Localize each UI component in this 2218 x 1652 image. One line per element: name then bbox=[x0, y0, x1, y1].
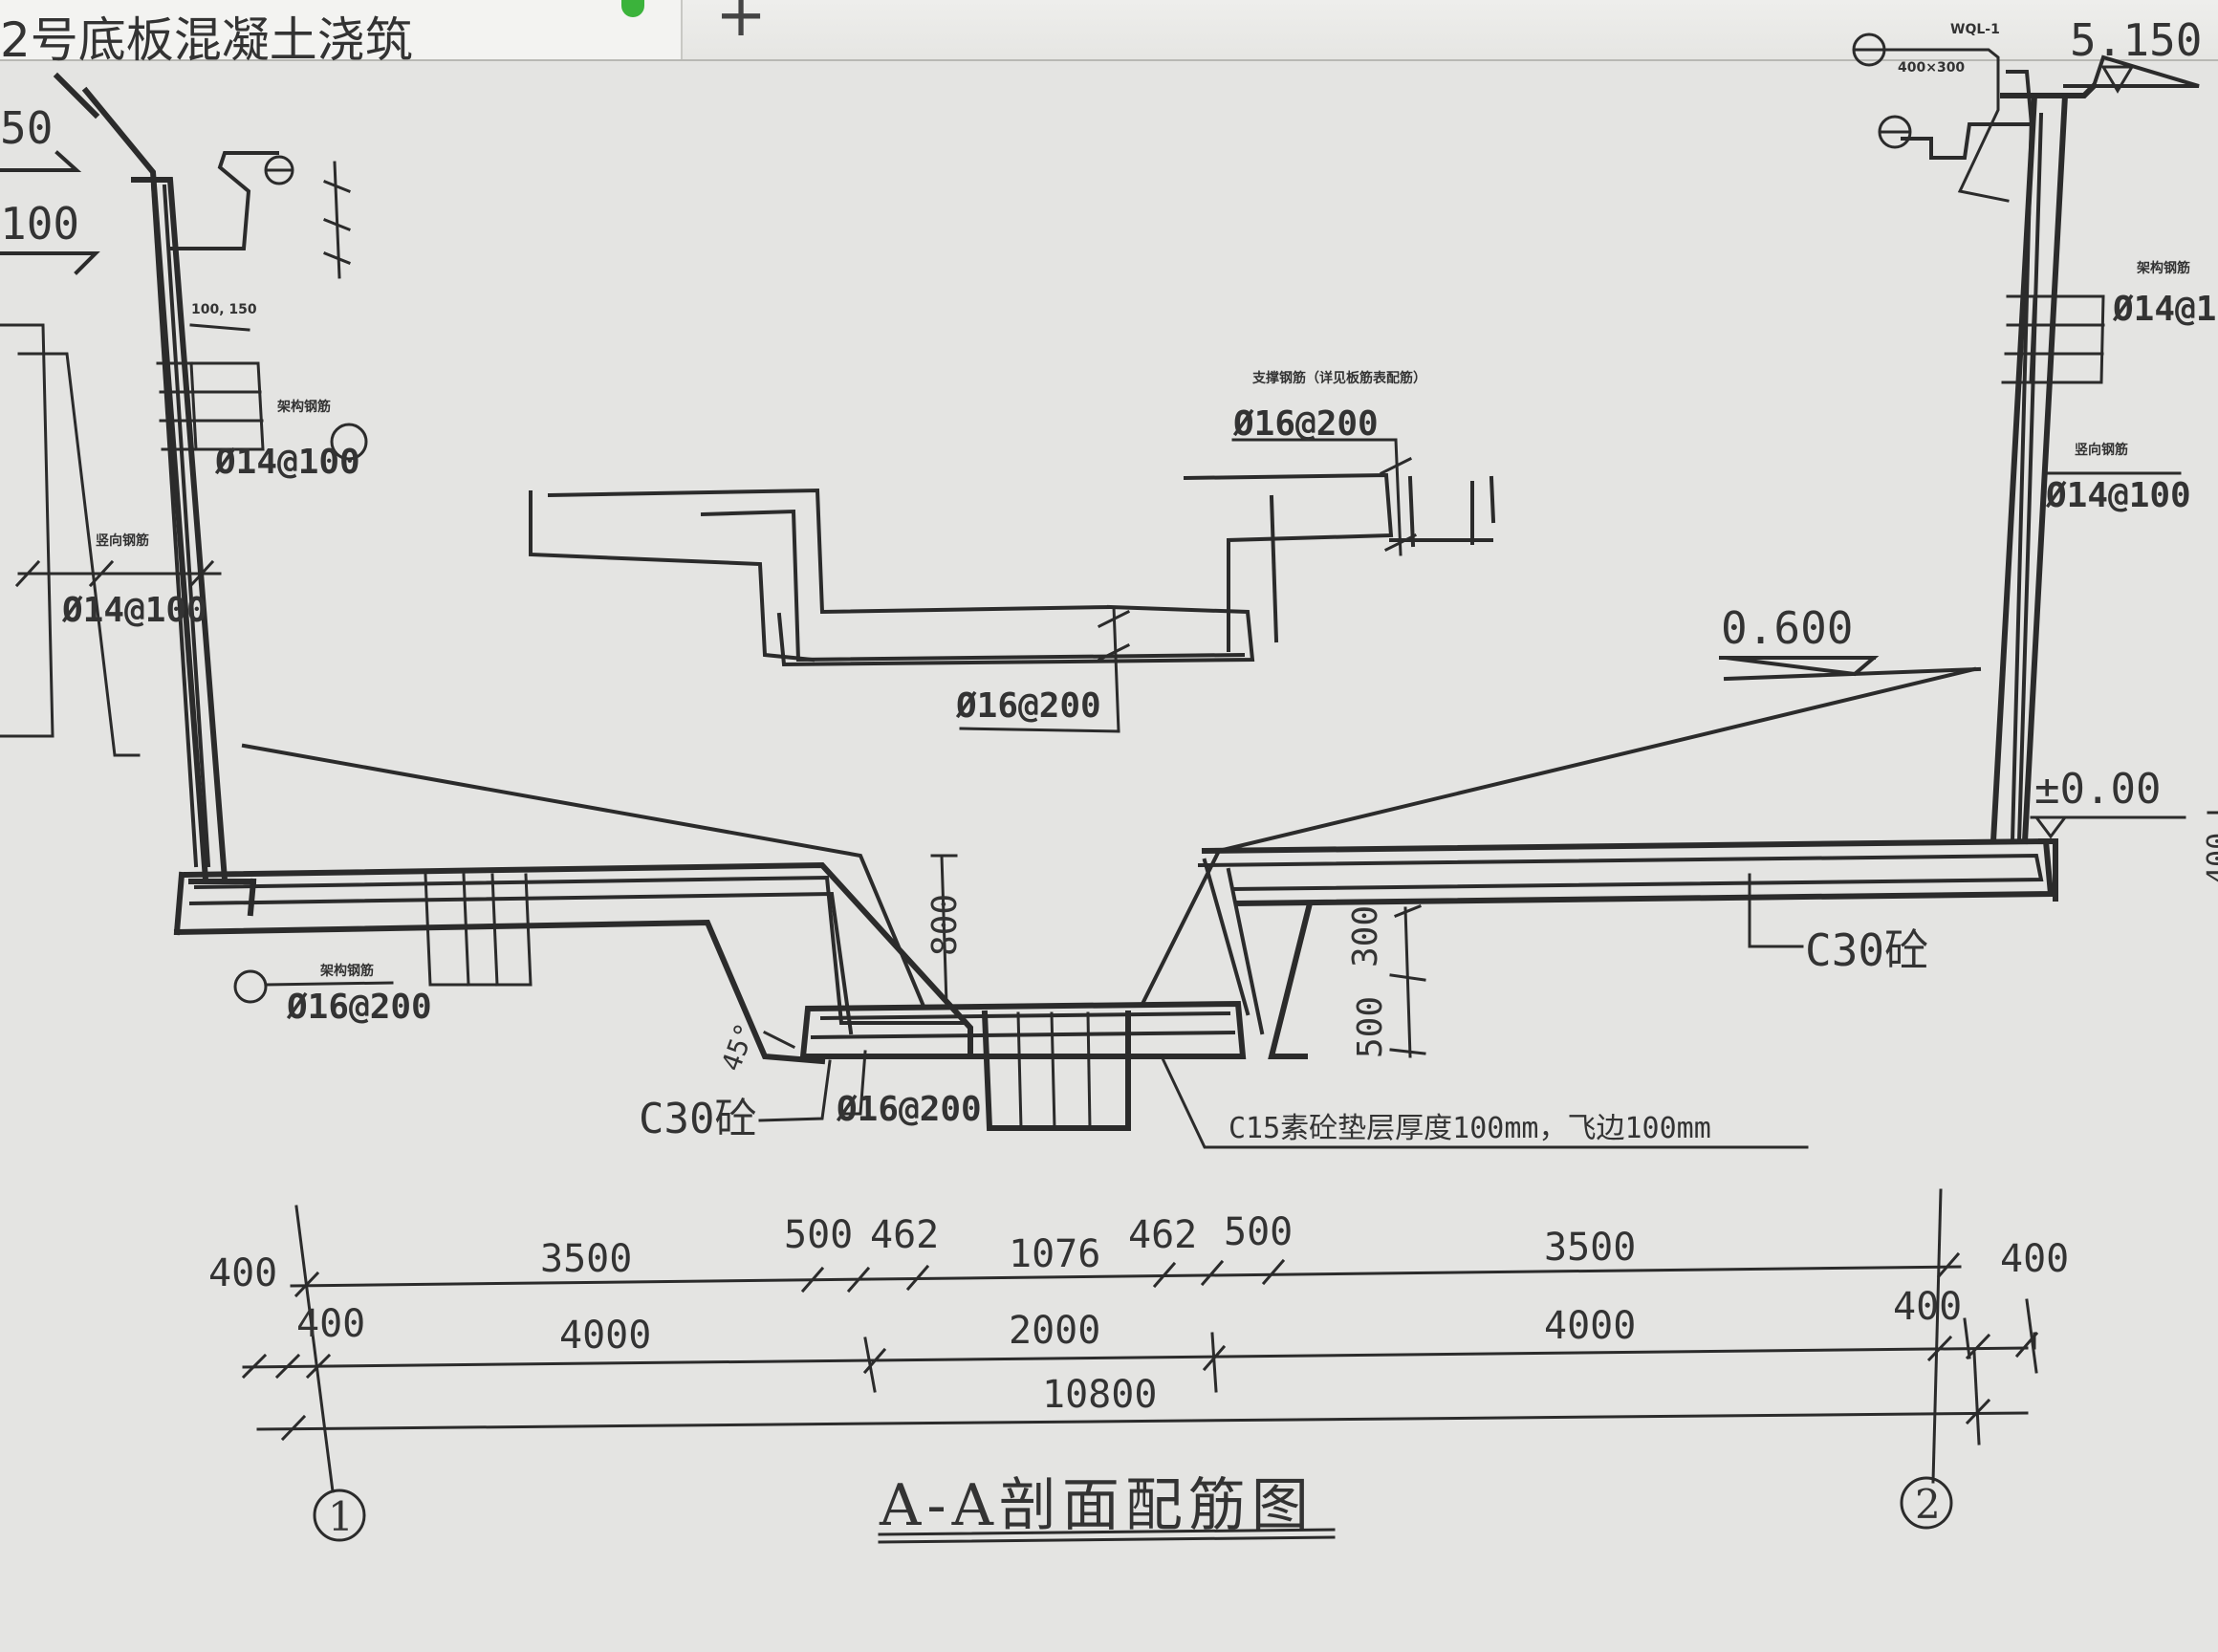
annotations: 5.150 0.600 ±0.00 50 100 Ø16@200 Ø16@200… bbox=[0, 14, 2218, 1544]
label-depth-300: 300 bbox=[1346, 905, 1385, 967]
document-tab[interactable]: 2号底板混凝土浇筑 bbox=[0, 0, 683, 68]
dim-r2-400: 400 bbox=[296, 1302, 365, 1346]
rebar-label-right-top: Ø14@1 bbox=[2112, 290, 2216, 329]
rebar-label-top: Ø16@200 bbox=[1232, 404, 1379, 444]
dim-r1-462-left: 462 bbox=[870, 1213, 939, 1257]
dim-r1-500-left: 500 bbox=[784, 1213, 853, 1257]
unsaved-indicator-icon bbox=[621, 0, 644, 17]
new-tab-plus-icon[interactable]: + bbox=[715, 0, 767, 51]
rebar-label-mid: Ø16@200 bbox=[955, 686, 1101, 726]
rebar-label-right-wall: Ø14@100 bbox=[2045, 476, 2191, 515]
rebar-label-left-slab: Ø16@200 bbox=[286, 988, 432, 1027]
drawing-title: A-A剖面配筋图 bbox=[879, 1472, 1315, 1539]
axis-label-1: 1 bbox=[328, 1493, 354, 1540]
axis-label-2: 2 bbox=[1915, 1481, 1941, 1528]
elevation-0600: 0.600 bbox=[1721, 602, 1853, 654]
dim-r2-2000: 2000 bbox=[1009, 1309, 1100, 1353]
right-wall bbox=[1852, 33, 2218, 845]
label-c30-left: C30砼 bbox=[639, 1095, 756, 1143]
rebar-label-left-outer: Ø14@100 bbox=[61, 591, 207, 630]
label-depth-800: 800 bbox=[925, 894, 965, 956]
note-support-bar: 支撑钢筋（详见板筋表配筋） bbox=[1251, 370, 1426, 386]
base-slab bbox=[173, 666, 2058, 1149]
note-wall-code: WQL-1 bbox=[1950, 22, 2000, 37]
dim-r1-500-right: 500 bbox=[1224, 1210, 1293, 1254]
dim-r1-400: 400 bbox=[208, 1251, 277, 1295]
label-depth-500: 500 bbox=[1351, 996, 1390, 1058]
dim-r1-1076: 1076 bbox=[1009, 1232, 1100, 1276]
axis-marker-2: 2 bbox=[1900, 1476, 1953, 1530]
axis-marker-1: 1 bbox=[313, 1489, 366, 1542]
elevation-zero: ±0.00 bbox=[2034, 765, 2161, 814]
note-spacing-left: 100, 150 bbox=[191, 302, 257, 317]
label-edge-400: 400 bbox=[2202, 833, 2218, 884]
elevation-left-100: 100 bbox=[0, 198, 79, 250]
elevation-5150: 5.150 bbox=[2070, 14, 2202, 66]
dim-r2-4000-left: 4000 bbox=[559, 1314, 651, 1358]
dim-r1-3500-left: 3500 bbox=[540, 1237, 632, 1281]
note-dist-left: 架构钢筋 bbox=[276, 399, 331, 415]
tab-bar: 2号底板混凝土浇筑 + bbox=[0, 0, 2218, 68]
elevation-left-50: 50 bbox=[0, 102, 53, 154]
note-vert-right: 竖向钢筋 bbox=[2075, 442, 2128, 458]
note-wall-size: 400×300 bbox=[1898, 60, 1965, 76]
dim-total-10800: 10800 bbox=[1042, 1373, 1157, 1417]
rebar-label-pit: Ø16@200 bbox=[836, 1090, 982, 1129]
dim-r1-400-right: 400 bbox=[2000, 1237, 2069, 1281]
dim-r2-400-right: 400 bbox=[1893, 1285, 1962, 1329]
label-c15-note: C15素砼垫层厚度100mm，飞边100mm bbox=[1229, 1112, 1711, 1145]
rebar-label-left-wall: Ø14@100 bbox=[214, 443, 360, 482]
rebar-detail bbox=[529, 438, 2186, 839]
left-wall bbox=[0, 72, 368, 883]
dimension-lines bbox=[241, 1188, 2039, 1493]
dim-r2-4000-right: 4000 bbox=[1544, 1304, 1636, 1348]
dim-r1-3500-right: 3500 bbox=[1544, 1226, 1636, 1270]
tab-title: 2号底板混凝土浇筑 bbox=[0, 12, 413, 68]
label-angle-45: 45° bbox=[715, 1019, 761, 1076]
dim-r1-462-right: 462 bbox=[1128, 1213, 1197, 1257]
note-dist-right: 架构钢筋 bbox=[2136, 260, 2190, 276]
note-vert-left: 竖向钢筋 bbox=[96, 533, 149, 549]
label-c30-right: C30砼 bbox=[1805, 924, 1928, 976]
note-dist-bottom: 架构钢筋 bbox=[319, 963, 374, 979]
